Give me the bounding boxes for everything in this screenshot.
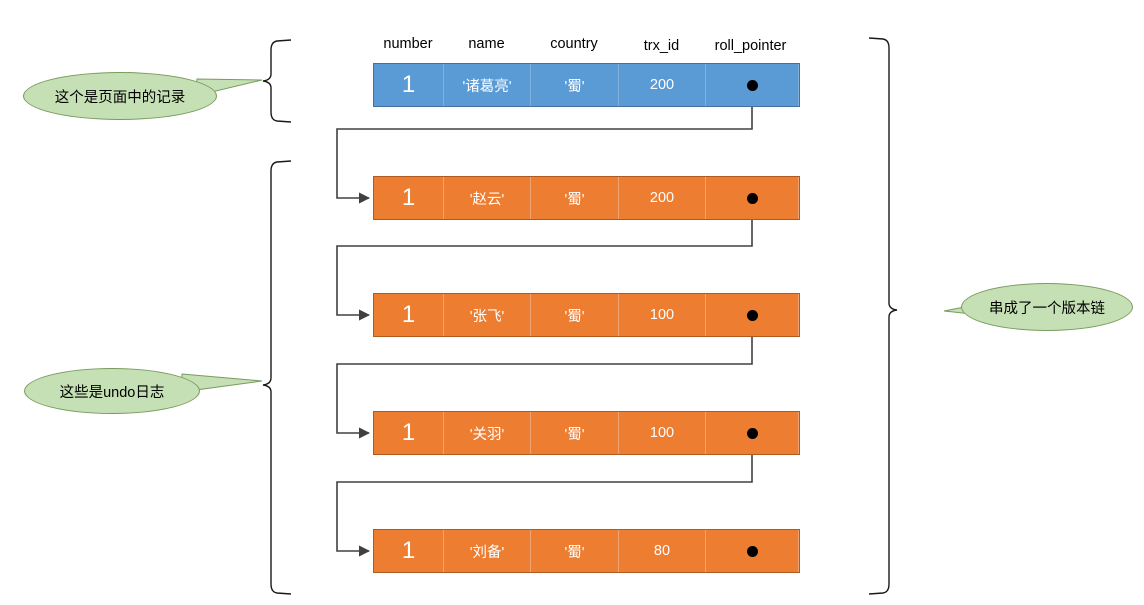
cell-roll-pointer: [706, 64, 799, 106]
cell-name: '张飞': [444, 294, 531, 336]
cell-roll-pointer: [706, 412, 799, 454]
cell-name: '诸葛亮': [444, 64, 531, 106]
cell-trx-id: 100: [619, 412, 706, 454]
cell-name: '赵云': [444, 177, 531, 219]
column-header-trx-id: trx_id: [643, 38, 680, 54]
undo-row[interactable]: 1 '赵云' '蜀' 200: [373, 176, 800, 220]
callout-undo-note: 这些是undo日志: [24, 368, 200, 414]
roll-pointer-dot-icon: [746, 309, 758, 321]
callout-record-note: 这个是页面中的记录: [23, 72, 217, 120]
cell-trx-id: 80: [619, 530, 706, 572]
callout-chain-note: 串成了一个版本链: [961, 283, 1133, 331]
cell-roll-pointer: [706, 294, 799, 336]
cell-number: 1: [374, 294, 444, 336]
record-row[interactable]: 1 '诸葛亮' '蜀' 200: [373, 63, 800, 107]
cell-name: '关羽': [444, 412, 531, 454]
column-header-roll-pointer: roll_pointer: [714, 38, 787, 54]
cell-number: 1: [374, 530, 444, 572]
pointer-link-1: [336, 85, 753, 204]
cell-country: '蜀': [531, 294, 619, 336]
roll-pointer-dot-icon: [746, 545, 758, 557]
column-header-name: name: [468, 36, 505, 52]
undo-brace: [262, 160, 292, 595]
cell-country: '蜀': [531, 177, 619, 219]
cell-number: 1: [374, 177, 444, 219]
cell-name: '刘备': [444, 530, 531, 572]
column-headers: number name country trx_id roll_pointer: [373, 36, 800, 58]
undo-row[interactable]: 1 '关羽' '蜀' 100: [373, 411, 800, 455]
cell-roll-pointer: [706, 530, 799, 572]
cell-country: '蜀': [531, 64, 619, 106]
cell-trx-id: 200: [619, 64, 706, 106]
chain-brace: [868, 37, 898, 595]
cell-trx-id: 100: [619, 294, 706, 336]
pointer-link-3: [336, 315, 753, 439]
cell-trx-id: 200: [619, 177, 706, 219]
column-header-country: country: [550, 36, 598, 52]
cell-country: '蜀': [531, 530, 619, 572]
pointer-link-4: [336, 433, 753, 557]
undo-row[interactable]: 1 '张飞' '蜀' 100: [373, 293, 800, 337]
cell-roll-pointer: [706, 177, 799, 219]
record-brace: [262, 39, 292, 123]
roll-pointer-dot-icon: [746, 192, 758, 204]
cell-number: 1: [374, 412, 444, 454]
cell-country: '蜀': [531, 412, 619, 454]
roll-pointer-dot-icon: [746, 427, 758, 439]
column-header-number: number: [383, 36, 433, 52]
cell-number: 1: [374, 64, 444, 106]
undo-row[interactable]: 1 '刘备' '蜀' 80: [373, 529, 800, 573]
pointer-link-2: [336, 198, 753, 321]
roll-pointer-dot-icon: [746, 79, 758, 91]
